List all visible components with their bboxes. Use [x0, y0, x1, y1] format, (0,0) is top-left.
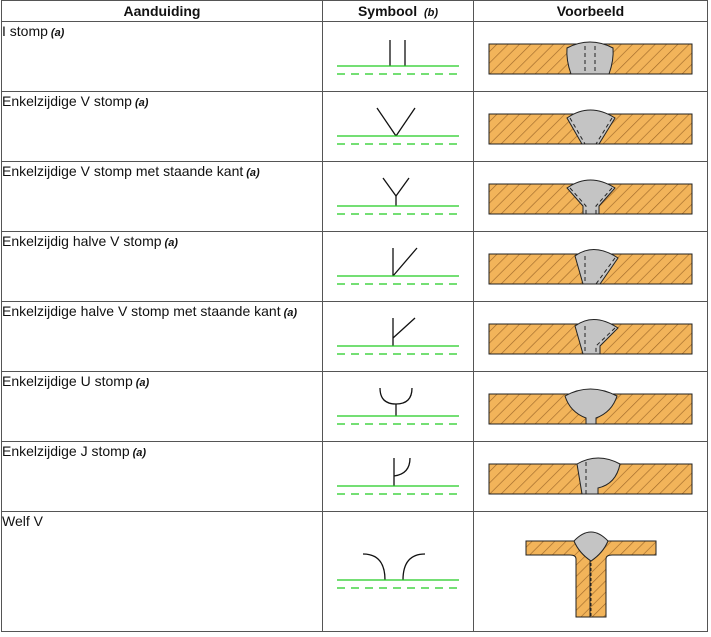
table-row: Welf V [1, 511, 708, 632]
i-butt-weld-symbol-icon [337, 39, 459, 75]
example-cell [473, 301, 708, 372]
header-row: Aanduiding Symbool (b) Voorbeeld [1, 0, 708, 22]
v-butt-weld-symbol-icon [337, 107, 459, 145]
example-cell [473, 441, 708, 512]
bevel-root-face-weld-example-icon [488, 318, 692, 354]
row-name: Enkelzijdige V stomp [2, 93, 132, 109]
symbol-cell [322, 301, 474, 372]
header-symbool-label: Symbool [357, 3, 418, 19]
flare-v-weld-symbol-icon [337, 552, 459, 589]
header-aanduiding: Aanduiding [1, 0, 323, 22]
symbol-cell [322, 21, 474, 92]
example-cell [473, 371, 708, 442]
row-note: (a) [50, 27, 65, 39]
table-row: Enkelzijdige J stomp(a) [1, 441, 708, 512]
header-voorbeeld: Voorbeeld [473, 0, 708, 22]
symbol-cell [322, 231, 474, 302]
example-cell [473, 161, 708, 232]
row-name: Enkelzijdige halve V stomp met staande k… [2, 303, 281, 319]
row-name: Enkelzijdige J stomp [2, 443, 130, 459]
row-name: Enkelzijdige V stomp met staande kant [2, 163, 244, 179]
table-row: Enkelzijdige U stomp(a) [1, 371, 708, 442]
row-note: (a) [283, 307, 298, 319]
row-name: Enkelzijdig halve V stomp [2, 233, 162, 249]
bevel-weld-example-icon [488, 248, 692, 284]
row-name: I stomp [2, 23, 48, 39]
table-row: Enkelzijdig halve V stomp(a) [1, 231, 708, 302]
example-cell [473, 21, 708, 92]
symbol-cell [322, 511, 474, 632]
row-name: Welf V [2, 513, 43, 529]
flare-v-weld-example-icon [525, 531, 656, 617]
header-symbool: Symbool (b) [322, 0, 474, 22]
symbol-cell [322, 91, 474, 162]
v-butt-weld-example-icon [488, 109, 692, 144]
example-cell [473, 231, 708, 302]
row-label: Enkelzijdig halve V stomp(a) [1, 231, 323, 302]
table-row: Enkelzijdige halve V stomp met staande k… [1, 301, 708, 372]
table-row: I stomp(a) [1, 21, 708, 92]
u-butt-weld-example-icon [488, 388, 692, 424]
row-note: (a) [134, 97, 149, 109]
table-row: Enkelzijdige V stomp(a) [1, 91, 708, 162]
row-name: Enkelzijdige U stomp [2, 373, 133, 389]
row-label: Enkelzijdige V stomp(a) [1, 91, 323, 162]
row-note: (a) [132, 447, 147, 459]
u-butt-weld-symbol-icon [337, 387, 459, 425]
example-cell [473, 91, 708, 162]
example-cell [473, 511, 708, 632]
symbol-cell [322, 371, 474, 442]
row-note: (a) [246, 167, 260, 179]
row-label: Enkelzijdige V stomp met staande kant(a) [1, 161, 323, 232]
row-label: Welf V [1, 511, 323, 632]
row-note: (a) [164, 237, 178, 249]
row-label: Enkelzijdige J stomp(a) [1, 441, 323, 512]
row-label: Enkelzijdige U stomp(a) [1, 371, 323, 442]
table-row: Enkelzijdige V stomp met staande kant(a) [1, 161, 708, 232]
bevel-weld-symbol-icon [337, 247, 459, 285]
y-butt-weld-symbol-icon [337, 177, 459, 215]
j-butt-weld-example-icon [488, 457, 692, 494]
i-butt-weld-example-icon [488, 41, 692, 74]
header-symbool-note: (b) [423, 7, 439, 19]
row-note: (a) [135, 377, 150, 389]
row-label: I stomp(a) [1, 21, 323, 92]
j-butt-weld-symbol-icon [337, 457, 459, 495]
row-label: Enkelzijdige halve V stomp met staande k… [1, 301, 323, 372]
symbol-cell [322, 441, 474, 512]
symbol-cell [322, 161, 474, 232]
y-butt-weld-example-icon [488, 179, 692, 214]
bevel-root-face-weld-symbol-icon [337, 317, 459, 355]
